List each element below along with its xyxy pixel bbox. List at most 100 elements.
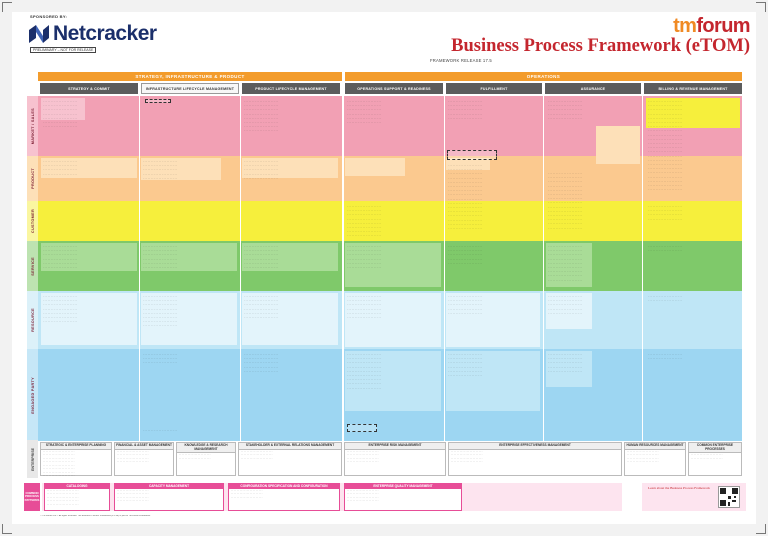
sponsor-caption: SPONSORED BY: xyxy=(30,14,68,19)
process-line: · · · · · · · · · · · · · · · · · · · · … xyxy=(117,453,149,457)
process-line: · · · · · · · · · · · · · · · · · · · · … xyxy=(347,108,382,112)
process-line: · · · · · · · · · · · · · · · · · · · · … xyxy=(143,266,178,270)
layer-customer xyxy=(38,201,742,241)
processes-strategy-service: · · · · · · · · · · · · · · · · · · · · … xyxy=(41,243,137,271)
process-line: · · · · · · · · · · · · · · · · · · · · … xyxy=(143,299,178,303)
process-line: · · · · · · · · · · · · · · · · · · · · … xyxy=(43,316,78,320)
process-block xyxy=(596,126,640,164)
process-line: · · · · · · · · · · · · · · · · · · · · … xyxy=(347,307,382,311)
column-product-lifecycle: PRODUCT LIFECYCLE MANAGEMENT xyxy=(242,83,340,94)
crop-mark-bottom-right xyxy=(756,524,766,534)
process-line: · · · · · · · · · · · · · · · · · · · · … xyxy=(244,266,279,270)
process-line: · · · · · · · · · · · · · · · · · · · · … xyxy=(347,460,379,464)
process-line: · · · · · · · · · · · · · · · · · · · · … xyxy=(244,295,279,298)
process-line: · · · · · · · · · · · · · · · · · · · · … xyxy=(43,456,75,460)
process-line: · · · · · · · · · · · · · · · · · · · · … xyxy=(548,274,583,278)
process-line: · · · · · · · · · · · · · · · · · · · · … xyxy=(347,116,382,120)
processes-strategy-market: · · · · · · · · · · · · · · · · · · · · … xyxy=(41,98,137,154)
processes-billing-service: · · · · · · · · · · · · · · · · · · · · … xyxy=(646,243,740,263)
process-line: · · · · · · · · · · · · · · · · · · · · … xyxy=(244,104,279,108)
process-line: · · · · · · · · · · · · · · · · · · · · … xyxy=(347,234,382,238)
enterprise-group: ENTERPRISE RISK MANAGEMENT · · · · · · ·… xyxy=(344,442,446,476)
process-line: · · · · · · · · · · · · · · · · · · · · … xyxy=(347,245,382,248)
process-line: · · · · · · · · · · · · · · · · · · · · … xyxy=(143,295,178,298)
process-line: · · · · · · · · · · · · · · · · · · · · … xyxy=(244,257,279,261)
process-line: · · · · · · · · · · · · · · · · · · · · … xyxy=(451,453,483,457)
process-line: · · · · · · · · · · · · · · · · · · · · … xyxy=(548,201,583,205)
process-line: · · · · · · · · · · · · · · · · · · · · … xyxy=(143,357,178,361)
process-line: · · · · · · · · · · · · · · · · · · · · … xyxy=(548,303,583,307)
process-line: · · · · · · · · · · · · · · · · · · · · … xyxy=(648,245,683,248)
process-line: · · · · · · · · · · · · · · · · · · · · … xyxy=(648,133,683,137)
tmforum-logo-tm: tm xyxy=(673,15,697,37)
process-block xyxy=(446,351,540,411)
pattern-group-title: CAPACITY MANAGEMENT xyxy=(115,484,223,489)
process-line: · · · · · · · · · · · · · · · · · · · · … xyxy=(347,253,382,257)
enterprise-group-title: ENTERPRISE RISK MANAGEMENT xyxy=(345,443,445,450)
band-strategy-infrastructure-product: STRATEGY, INFRASTRUCTURE & PRODUCT xyxy=(38,72,342,81)
row-label-text: PRODUCT xyxy=(30,168,35,189)
row-label-text: RESOURCE xyxy=(30,308,35,332)
process-line: · · · · · · · · · · · · · · · · · · · · … xyxy=(347,303,382,307)
process-line: · · · · · · · · · · · · · · · · · · · · … xyxy=(648,142,683,146)
row-label-product: PRODUCT xyxy=(27,156,38,201)
enterprise-group: HUMAN RESOURCES MANAGEMENT · · · · · · ·… xyxy=(624,442,686,476)
process-line: · · · · · · · · · · · · · · · · · · · · … xyxy=(43,449,75,453)
process-line: · · · · · · · · · · · · · · · · · · · · … xyxy=(347,295,382,298)
processes-fulfillment-resource: · · · · · · · · · · · · · · · · · · · · … xyxy=(446,293,540,347)
process-line: · · · · · · · · · · · · · · · · · · · · … xyxy=(448,206,483,210)
process-line: · · · · · · · · · · · · · · · · · · · · … xyxy=(448,189,483,193)
qr-code-icon[interactable] xyxy=(718,486,740,508)
processes-strategy-resource: · · · · · · · · · · · · · · · · · · · · … xyxy=(41,293,137,345)
process-line: · · · · · · · · · · · · · · · · · · · · … xyxy=(347,205,382,208)
process-line: · · · · · · · · · · · · · · · · · · · · … xyxy=(347,492,379,496)
process-line: · · · · · · · · · · · · · · · · · · · · … xyxy=(648,112,683,116)
process-line: · · · · · · · · · · · · · · · · · · · · … xyxy=(244,245,279,248)
process-line: · · · · · · · · · · · · · · · · · · · · … xyxy=(691,453,723,457)
pattern-group: ENTERPRISE QUALITY MANAGEMENT · · · · · … xyxy=(344,483,462,511)
process-line: · · · · · · · · · · · · · · · · · · · · … xyxy=(448,222,483,226)
processes-billing-market: · · · · · · · · · · · · · · · · · · · · … xyxy=(646,98,740,198)
row-label-engaged-party: ENGAGED PARTY xyxy=(27,349,38,441)
process-line: · · · · · · · · · · · · · · · · · · · · … xyxy=(43,453,75,457)
process-line: · · · · · · · · · · · · · · · · · · · · … xyxy=(648,353,683,356)
process-line: · · · · · · · · · · · · · · · · · · · · … xyxy=(548,249,583,253)
process-line: · · · · · · · · · · · · · · · · · · · · … xyxy=(117,460,149,464)
process-line: · · · · · · · · · · · · · · · · · · · · … xyxy=(347,449,379,453)
process-line: · · · · · · · · · · · · · · · · · · · · … xyxy=(648,146,683,150)
process-line: · · · · · · · · · · · · · · · · · · · · … xyxy=(143,316,178,320)
pattern-group-title: ENTERPRISE QUALITY MANAGEMENT xyxy=(345,484,461,489)
processes-ops-market: · · · · · · · · · · · · · · · · · · · · … xyxy=(345,98,441,154)
process-line: · · · · · · · · · · · · · · · · · · · · … xyxy=(244,361,279,365)
process-line: · · · · · · · · · · · · · · · · · · · · … xyxy=(43,266,78,270)
process-line: · · · · · · · · · · · · · · · · · · · · … xyxy=(143,253,178,257)
row-label-service: SERVICE xyxy=(27,241,38,291)
process-line: · · · · · · · · · · · · · · · · · · · · … xyxy=(347,386,382,390)
release-caption: FRAMEWORK RELEASE 17.5 xyxy=(430,58,492,63)
enterprise-group: KNOWLEDGE & RESEARCH MANAGEMENT · · · · … xyxy=(176,442,236,476)
process-line: · · · · · · · · · · · · · · · · · · · · … xyxy=(648,167,683,171)
tmforum-logo-forum: forum xyxy=(696,15,750,37)
process-line: · · · · · · · · · · · · · · · · · · · · … xyxy=(648,154,683,158)
process-block xyxy=(41,293,137,345)
process-line: · · · · · · · · · · · · · · · · · · · · … xyxy=(548,180,583,184)
process-line: · · · · · · · · · · · · · · · · · · · · … xyxy=(648,205,683,208)
process-block xyxy=(345,293,441,347)
process-line: · · · · · · · · · · · · · · · · · · · · … xyxy=(548,112,583,116)
processes-fulfillment-party: · · · · · · · · · · · · · · · · · · · · … xyxy=(446,351,540,411)
processes-billing-resource: · · · · · · · · · · · · · · · · · · · · … xyxy=(646,293,740,313)
process-line: · · · · · · · · · · · · · · · · · · · · … xyxy=(43,121,78,125)
process-line: · · · · · · · · · · · · · · · · · · · · … xyxy=(548,245,583,248)
process-line: · · · · · · · · · · · · · · · · · · · · … xyxy=(548,307,583,311)
enterprise-group: STRATEGIC & ENTERPRISE PLANNING · · · · … xyxy=(40,442,112,477)
processes-strategy-product: · · · · · · · · · · · · · · · · · · · · … xyxy=(41,158,137,198)
processes-assurance-resource: · · · · · · · · · · · · · · · · · · · · … xyxy=(546,293,640,347)
hatched-block xyxy=(347,424,377,432)
process-line: · · · · · · · · · · · · · · · · · · · · … xyxy=(244,125,279,129)
pattern-group: CATALOGING · · · · · · · · · · · · · · ·… xyxy=(44,483,110,511)
process-line: · · · · · · · · · · · · · · · · · · · · … xyxy=(143,429,178,432)
process-line: · · · · · · · · · · · · · · · · · · · · … xyxy=(648,299,683,303)
enterprise-label-text: ENTERPRISE xyxy=(30,447,35,471)
process-line: · · · · · · · · · · · · · · · · · · · · … xyxy=(43,467,75,471)
process-line: · · · · · · · · · · · · · · · · · · · · … xyxy=(648,217,683,221)
